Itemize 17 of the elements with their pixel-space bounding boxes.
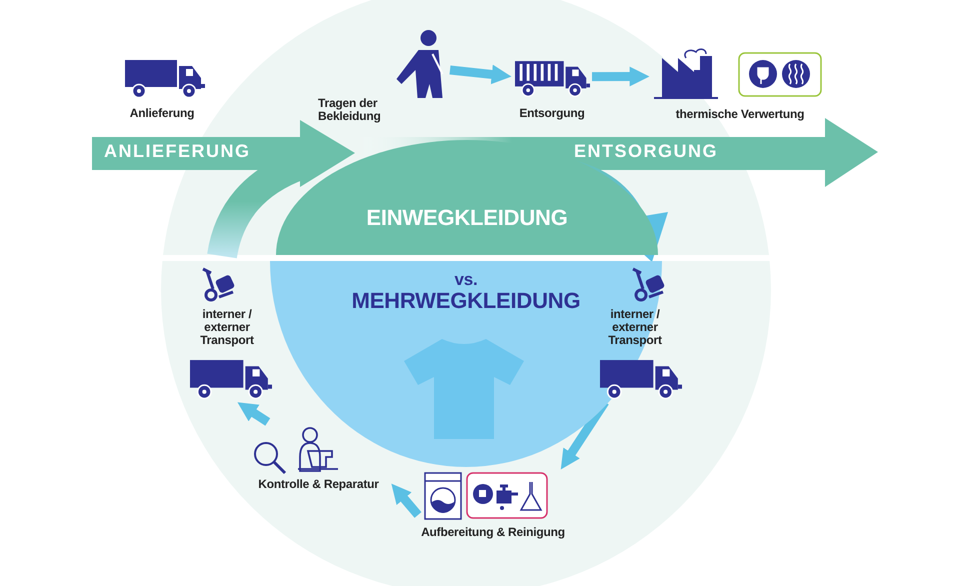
- step-label: Aufbereitung & Reinigung: [420, 526, 566, 540]
- arrow: [237, 402, 270, 426]
- step-label: interner / externer Transport: [607, 308, 663, 348]
- step-label: Anlieferung: [128, 107, 196, 120]
- step-label: Kontrolle & Reparatur: [257, 478, 380, 492]
- heading: MEHRWEGKLEIDUNG: [350, 289, 582, 314]
- arrow-label: ANLIEFERUNG: [104, 142, 250, 162]
- arrow: [450, 64, 512, 84]
- step-label: interner / externer Transport: [199, 308, 255, 348]
- step-label: Tragen der Bekleidung: [318, 97, 382, 124]
- arrow-label: ENTSORGUNG: [574, 142, 718, 162]
- step-label: Entsorgung: [518, 107, 586, 120]
- arrow: [592, 66, 650, 86]
- step-label: thermische Verwertung: [674, 108, 806, 122]
- arrow: [391, 484, 422, 518]
- heading: vs.: [453, 271, 479, 290]
- heading: EINWEGKLEIDUNG: [365, 206, 569, 230]
